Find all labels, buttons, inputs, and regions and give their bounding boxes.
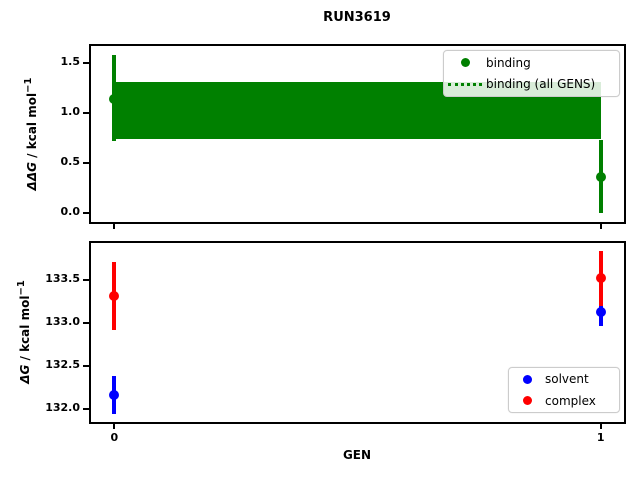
dg-unit: / kcal mol [18, 295, 32, 365]
legend-binding: binding binding (all GENS) [443, 50, 620, 97]
y-tick-label: 0.0 [60, 205, 81, 218]
data-point-solvent [109, 390, 120, 401]
x-axis-label: GEN [342, 448, 372, 462]
x-tick-mark [113, 423, 116, 429]
y-tick-mark [83, 212, 89, 214]
legend-marker-cell [444, 58, 486, 68]
y-tick-label: 132.5 [45, 358, 80, 372]
legend-entry-binding: binding [444, 53, 619, 73]
legend-marker-cell [509, 396, 545, 406]
data-point-complex [109, 291, 120, 302]
x-tick-mark [599, 423, 602, 429]
y-tick-label: 1.5 [60, 55, 81, 68]
legend-label-complex: complex [545, 393, 596, 408]
data-point-solvent [595, 306, 606, 317]
dotted-line-icon [448, 82, 482, 86]
y-axis-label-ddg: ΔΔG / kcal mol−1 [23, 78, 39, 191]
figure-title: RUN3619 [323, 10, 391, 25]
y-tick-mark [83, 322, 89, 325]
legend-solvent-complex: solvent complex [508, 367, 620, 413]
legend-label-binding-all-gens: binding (all GENS) [486, 77, 596, 92]
ddg-unit: / kcal mol [25, 92, 39, 162]
solvent-dot-icon [522, 374, 532, 384]
bottom-subplot-axes [89, 241, 626, 424]
x-tick-label: 1 [596, 431, 605, 444]
y-tick-label: 0.5 [60, 155, 81, 168]
legend-label-solvent: solvent [545, 372, 589, 387]
data-point-binding [595, 172, 606, 182]
y-tick-mark [83, 112, 89, 114]
y-tick-mark [83, 162, 89, 164]
y-tick-label: 133.5 [45, 271, 80, 285]
complex-dot-icon [522, 396, 532, 406]
y-tick-label: 132.0 [45, 401, 80, 415]
y-tick-mark [83, 365, 89, 368]
y-tick-mark [83, 278, 89, 281]
y-tick-label: 133.0 [45, 315, 80, 329]
y-tick-mark [83, 408, 89, 411]
data-point-binding [109, 94, 120, 104]
x-tick-label: 0 [110, 431, 119, 444]
x-tick-mark [113, 223, 116, 229]
legend-entry-complex: complex [509, 391, 619, 411]
x-tick-mark [599, 223, 602, 229]
data-point-complex [595, 273, 606, 284]
legend-entry-binding-all-gens: binding (all GENS) [444, 74, 619, 94]
y-tick-label: 1.0 [60, 105, 81, 118]
legend-entry-solvent: solvent [509, 369, 619, 389]
legend-label-binding: binding [486, 55, 531, 70]
y-tick-mark [83, 62, 89, 64]
top-subplot-axes [89, 44, 626, 224]
legend-marker-cell [509, 374, 545, 384]
binding-dot-icon [460, 58, 470, 68]
ddg-exponent: −1 [23, 77, 34, 93]
legend-marker-cell [444, 82, 486, 86]
